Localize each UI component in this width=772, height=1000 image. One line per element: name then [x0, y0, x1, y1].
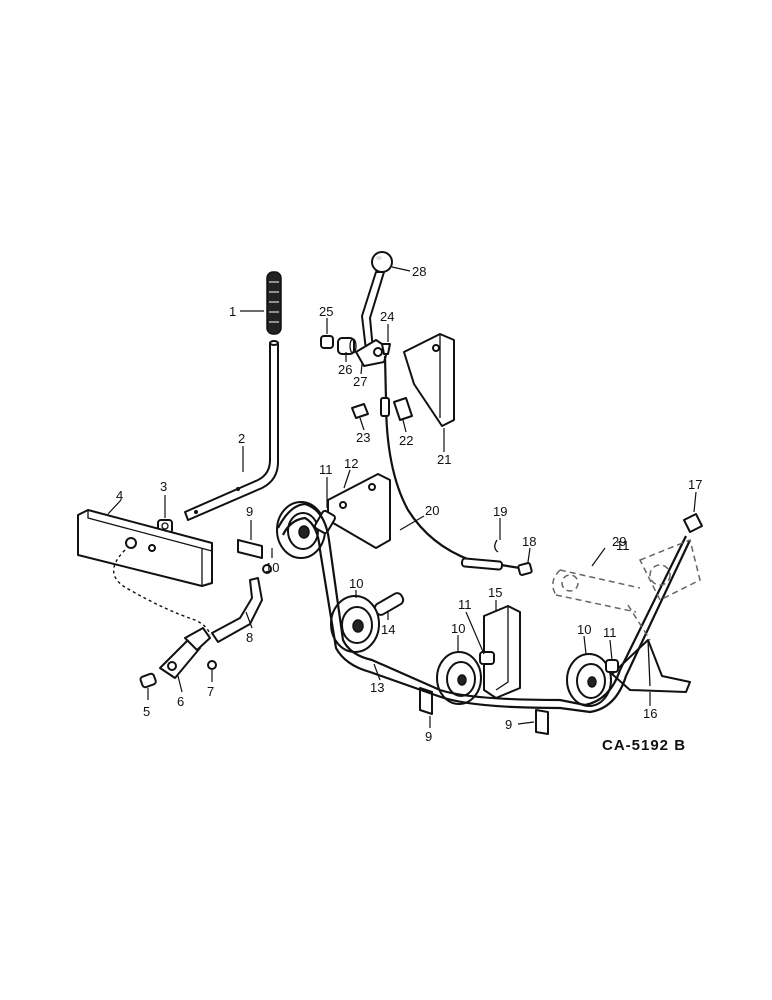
callout-6: 6	[177, 694, 184, 709]
callout-10-upper: 10	[265, 560, 279, 575]
control-cable	[383, 355, 521, 570]
callout-28: 28	[412, 264, 426, 279]
cable-end-clip	[683, 513, 703, 533]
callout-21: 21	[437, 452, 451, 467]
drawing-code: CA-5192 B	[602, 737, 686, 754]
main-cable-return	[282, 516, 691, 714]
main-cable	[277, 502, 687, 707]
lever-rod	[184, 340, 279, 521]
lever-grip	[266, 271, 282, 335]
callout-9-upper: 9	[246, 504, 253, 519]
lever-bushing	[337, 337, 357, 355]
cable-clip-lower-right	[535, 709, 549, 735]
callout-11-middle: 11	[458, 597, 472, 612]
callout-9-lower-left: 9	[425, 729, 432, 744]
callout-26: 26	[338, 362, 352, 377]
callout-24: 24	[380, 309, 394, 324]
callout-14: 14	[381, 622, 395, 637]
pin-right	[605, 659, 619, 673]
cable-end	[381, 343, 391, 355]
callout-9-lower-right: 9	[505, 717, 512, 732]
phantom-arm	[552, 538, 701, 641]
callout-7: 7	[207, 684, 214, 699]
callout-1: 1	[229, 304, 236, 319]
shift-knob	[371, 251, 393, 273]
bushing	[139, 672, 157, 689]
clevis	[159, 627, 211, 679]
callout-18: 18	[522, 534, 536, 549]
cable-clamp	[351, 403, 369, 419]
cable-clip-upper	[237, 539, 263, 559]
callout-5: 5	[143, 704, 150, 719]
pin-middle	[479, 651, 495, 665]
callout-15: 15	[488, 585, 502, 600]
callout-23: 23	[356, 430, 370, 445]
callout-12: 12	[344, 456, 358, 471]
cable-clip-lower-left	[419, 687, 433, 715]
callout-11-extra: 11	[616, 538, 630, 553]
callout-29: 29	[612, 534, 626, 549]
callout-3: 3	[160, 479, 167, 494]
pulley-middle-right	[436, 651, 482, 705]
callout-10-right: 10	[577, 622, 591, 637]
callout-2: 2	[238, 431, 245, 446]
cable-plate	[393, 397, 413, 421]
support-bar	[77, 509, 213, 587]
callout-22: 22	[399, 433, 413, 448]
callout-11-right: 11	[603, 625, 617, 640]
callout-16: 16	[643, 706, 657, 721]
callout-20: 20	[425, 503, 439, 518]
cable-bracket	[403, 333, 455, 427]
callout-11-upper: 11	[319, 462, 333, 477]
base-bracket	[611, 639, 691, 693]
mounting-plate	[327, 473, 391, 549]
callout-4: 4	[116, 488, 123, 503]
callout-10-middle-left: 10	[349, 576, 363, 591]
callout-25: 25	[319, 304, 333, 319]
callout-labels: 1 2 3 4 5 6 7 8 9 9 9 10 10 10 10 11 11 …	[116, 264, 702, 744]
leader-lines	[107, 266, 697, 728]
angle-bracket	[483, 605, 521, 699]
cable-sleeve	[380, 397, 504, 571]
spacer	[320, 335, 334, 349]
pulley-upper	[276, 501, 326, 559]
control-cable-path	[113, 549, 211, 636]
idler-bracket	[211, 564, 272, 643]
callout-19: 19	[493, 504, 507, 519]
callout-8: 8	[246, 630, 253, 645]
callout-13: 13	[370, 680, 384, 695]
callout-17: 17	[688, 477, 702, 492]
pulley-right	[566, 653, 612, 707]
callout-27: 27	[353, 374, 367, 389]
cable-connector	[517, 562, 533, 576]
spring-hook	[494, 539, 499, 553]
callout-10-middle-right: 10	[451, 621, 465, 636]
clip	[207, 660, 217, 670]
